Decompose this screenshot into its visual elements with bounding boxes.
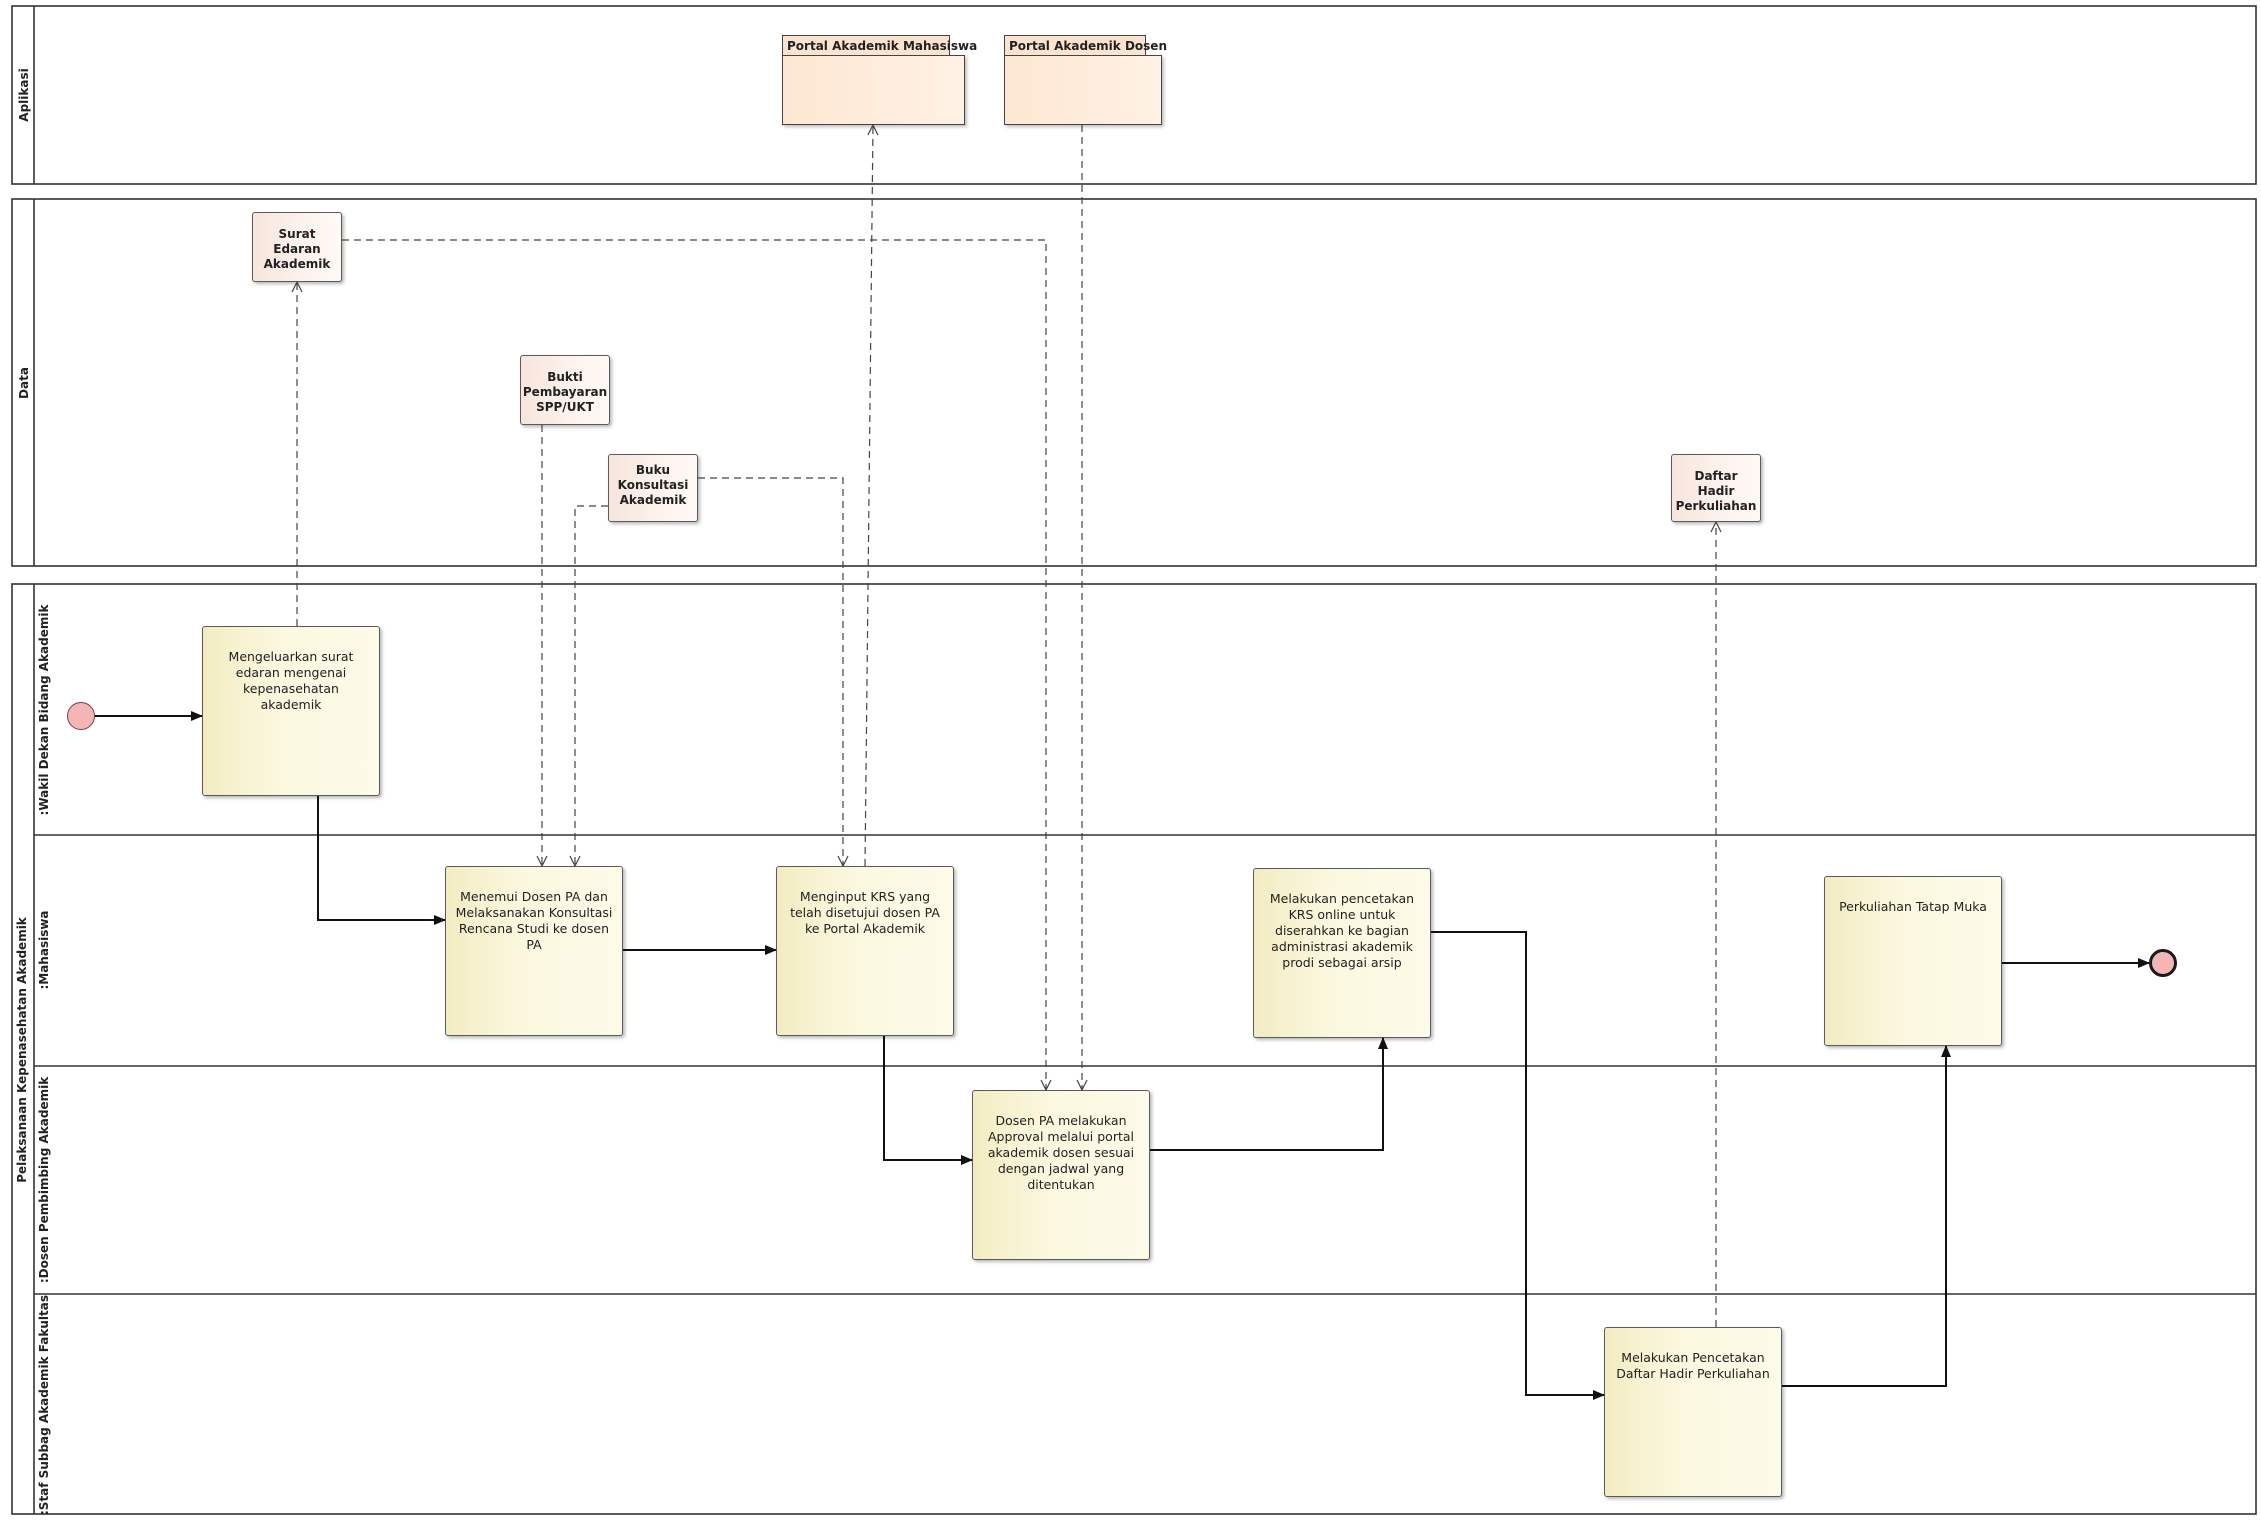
activity-dosen-approval[interactable]: Dosen PA melakukan Approval melalui port… — [972, 1090, 1150, 1260]
bukti-pembayaran-data-object[interactable]: Bukti Pembayaran SPP/UKT — [520, 355, 610, 425]
aplikasi-lane-frame — [11, 5, 2257, 185]
activity-menemui-dosen-pa[interactable]: Menemui Dosen PA dan Melaksanakan Konsul… — [445, 866, 623, 1036]
lane-label-staf: :Staf Subbag Akademik Fakultas — [37, 1295, 51, 1515]
lane-label-mahasiswa: :Mahasiswa — [37, 910, 51, 990]
lane-label-wakil-dekan: :Wakil Dekan Bidang Akademik — [37, 604, 51, 816]
portal-dosen-package-body[interactable] — [1004, 55, 1162, 125]
daftar-hadir-data-object[interactable]: Daftar Hadir Perkuliahan — [1671, 454, 1761, 522]
activity-menginput-krs[interactable]: Menginput KRS yang telah disetujui dosen… — [776, 866, 954, 1036]
lane-label-dosen-pa: :Dosen Pembimbing Akademik — [37, 1076, 51, 1284]
pool-frame — [11, 583, 2257, 1515]
portal-dosen-package-tab: Portal Akademik Dosen — [1004, 35, 1167, 56]
pool-label: Pelaksanaan Kepenasehatan Akademik — [15, 917, 29, 1183]
surat-edaran-data-object[interactable]: Surat Edaran Akademik — [252, 212, 342, 282]
start-event[interactable] — [67, 702, 95, 730]
activity-perkuliahan-tatap-muka[interactable]: Perkuliahan Tatap Muka — [1824, 876, 2002, 1046]
activity-pencetakan-daftar-hadir[interactable]: Melakukan Pencetakan Daftar Hadir Perkul… — [1604, 1327, 1782, 1497]
activity-mengeluarkan-surat-edaran[interactable]: Mengeluarkan surat edaran mengenai kepen… — [202, 626, 380, 796]
activity-pencetakan-krs[interactable]: Melakukan pencetakan KRS online untuk di… — [1253, 868, 1431, 1038]
lane-label-data: Data — [17, 367, 31, 399]
buku-konsultasi-data-object[interactable]: Buku Konsultasi Akademik — [608, 454, 698, 522]
portal-mahasiswa-package-body[interactable] — [782, 55, 965, 125]
data-lane-frame — [11, 198, 2257, 567]
lane-label-aplikasi: Aplikasi — [17, 68, 31, 122]
end-event[interactable] — [2149, 949, 2177, 977]
portal-mahasiswa-package-tab: Portal Akademik Mahasiswa — [782, 35, 977, 56]
